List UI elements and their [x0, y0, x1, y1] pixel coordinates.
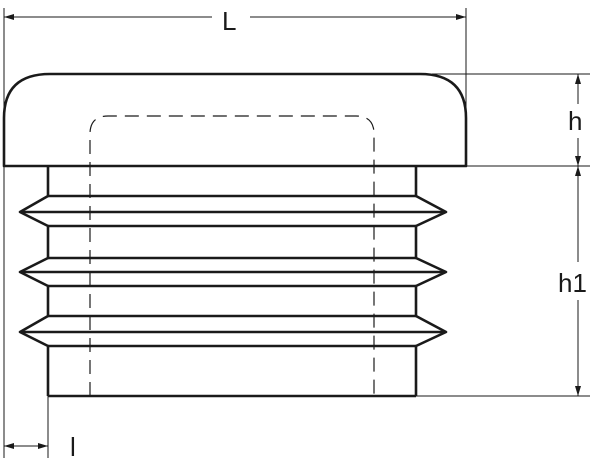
dimension-h1: h1: [416, 166, 590, 397]
insert-body: [18, 166, 448, 398]
cap-head: [2, 72, 468, 168]
dim-h1-arrow-bottom: [575, 386, 581, 396]
rib-2: [20, 256, 446, 288]
dimension-l: l: [3, 166, 76, 462]
dim-label-h: h: [568, 106, 582, 136]
dim-L-arrow-right: [456, 14, 466, 20]
dim-L-arrow-left: [4, 14, 14, 20]
dim-h-arrow-bottom: [575, 156, 581, 166]
insert-right-profile: [414, 166, 448, 396]
rib-3: [20, 314, 446, 348]
dimension-L: L: [3, 6, 467, 110]
hidden-inner-cavity: [89, 115, 375, 396]
dimension-h: h: [432, 73, 590, 167]
dim-label-h1: h1: [558, 268, 587, 298]
cap-head-outline: [2, 72, 468, 168]
dim-h1-arrow-top: [575, 166, 581, 176]
dim-l-arrow-left: [4, 443, 14, 449]
dim-label-l: l: [70, 432, 76, 462]
dim-l-arrow-right: [38, 443, 48, 449]
insert-left-profile: [18, 166, 50, 396]
dim-h-arrow-top: [575, 74, 581, 84]
dim-label-L: L: [222, 6, 236, 36]
rib-1: [20, 194, 446, 228]
